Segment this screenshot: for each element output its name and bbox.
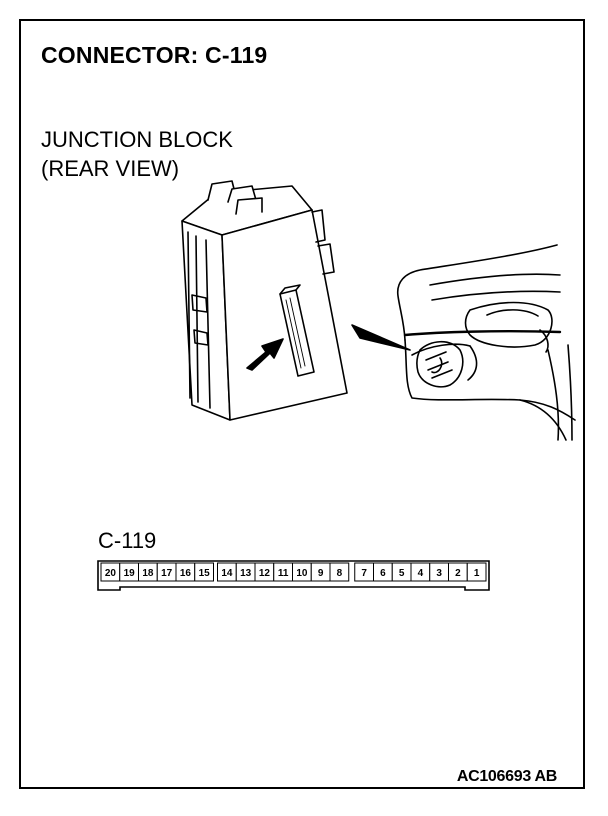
view-direction-arrow bbox=[246, 338, 284, 371]
pin-number-20: 20 bbox=[105, 568, 117, 579]
pin-number-6: 6 bbox=[380, 568, 386, 579]
caption-line-1: JUNCTION BLOCK bbox=[41, 127, 233, 152]
callout-pointer bbox=[351, 324, 411, 351]
pin-number-16: 16 bbox=[180, 568, 192, 579]
pin-number-7: 7 bbox=[361, 568, 367, 579]
connector-title: CONNECTOR: C-119 bbox=[41, 42, 268, 68]
pin-number-5: 5 bbox=[399, 568, 405, 579]
pin-cell-15 bbox=[194, 562, 214, 582]
pin-number-8: 8 bbox=[337, 568, 343, 579]
pin-number-1: 1 bbox=[474, 568, 480, 579]
pin-cell-1 bbox=[466, 562, 487, 582]
reference-code: AC106693 AB bbox=[456, 768, 557, 785]
pin-number-15: 15 bbox=[199, 568, 211, 579]
pin-number-3: 3 bbox=[436, 568, 442, 579]
pin-number-10: 10 bbox=[296, 568, 308, 579]
pin-number-18: 18 bbox=[142, 568, 154, 579]
view-caption: JUNCTION BLOCK (REAR VIEW) bbox=[41, 125, 233, 183]
pin-number-19: 19 bbox=[124, 568, 136, 579]
pin-number-17: 17 bbox=[161, 568, 173, 579]
pin-number-12: 12 bbox=[259, 568, 271, 579]
pin-number-4: 4 bbox=[418, 568, 424, 579]
pin-number-9: 9 bbox=[318, 568, 324, 579]
pin-number-11: 11 bbox=[278, 568, 289, 579]
diagram-frame bbox=[19, 19, 585, 789]
pin-number-14: 14 bbox=[221, 568, 233, 579]
dashboard-outline bbox=[396, 244, 576, 441]
caption-line-2: (REAR VIEW) bbox=[41, 156, 180, 181]
connector-label: C-119 bbox=[98, 528, 157, 553]
pin-number-13: 13 bbox=[240, 568, 252, 579]
pin-cell-8 bbox=[329, 562, 350, 582]
pin-number-2: 2 bbox=[455, 568, 461, 579]
